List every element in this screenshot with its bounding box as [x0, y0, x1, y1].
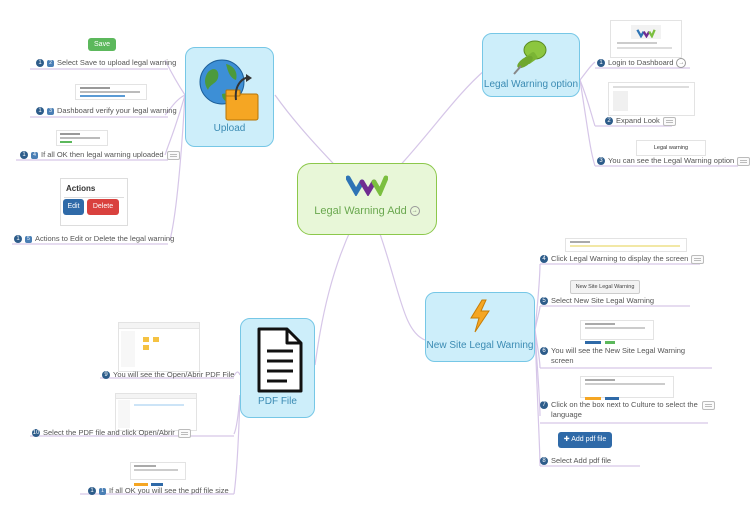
step-number: 7 [540, 401, 548, 410]
step-number: 1 [597, 59, 605, 68]
note-icon[interactable] [691, 254, 705, 264]
step-number: 4 [540, 255, 548, 264]
step-number: 1 [36, 59, 44, 68]
step-sub-number: 2 [47, 59, 54, 67]
central-title: Legal Warning Add→ [298, 205, 436, 217]
pushpin-icon [483, 38, 579, 79]
step-sub-number: 1 [99, 487, 106, 495]
step-sub-number: 3 [47, 107, 54, 115]
step-number: 6 [540, 347, 548, 356]
branch-new-site-title: New Site Legal Warning [426, 340, 534, 351]
step-text: Select the PDF file and click Open/Abrir [43, 428, 175, 437]
step-text: Click Legal Warning to display the scree… [551, 254, 689, 263]
plus-icon: ✚ [563, 436, 572, 443]
branch-pdf-file[interactable]: PDF File [240, 318, 315, 418]
step-sub-number: 4 [31, 151, 38, 159]
note-icon[interactable] [177, 428, 191, 438]
add-pdf-file-button[interactable]: ✚ Add pdf file [558, 432, 612, 448]
logo-icon [298, 174, 436, 201]
step-text: You will see the Open/Abrir PDF File [113, 370, 235, 379]
central-topic[interactable]: Legal Warning Add→ [297, 163, 437, 235]
lightning-icon [426, 299, 534, 336]
step-text: You can see the Legal Warning option [608, 156, 735, 165]
step-text: Actions to Edit or Delete the legal warn… [35, 234, 175, 243]
step-number: 2 [605, 117, 613, 126]
delete-button[interactable]: Delete [87, 199, 119, 215]
step-text: Select Add pdf file [551, 456, 612, 465]
branch-new-site-legal-warning[interactable]: New Site Legal Warning [425, 292, 535, 362]
globe-folder-icon [186, 54, 273, 127]
step-number: 1 [88, 487, 96, 496]
link-arrow-icon[interactable]: → [409, 206, 420, 217]
branch-legal-warning-option-title: Legal Warning option [483, 79, 579, 90]
step-number: 8 [540, 457, 548, 466]
open-dialog-thumbnail [118, 322, 200, 372]
uploaded-thumbnail [56, 130, 108, 146]
note-icon[interactable] [662, 116, 676, 126]
document-icon [241, 325, 314, 398]
step-number: 5 [540, 297, 548, 306]
step-number: 3 [597, 157, 605, 166]
actions-heading: Actions [66, 184, 96, 193]
step-text: If all OK then legal warning uploaded [41, 150, 164, 159]
legal-warning-menu-label: Legal warning [636, 140, 706, 156]
note-icon[interactable] [166, 150, 180, 160]
step-number: 10 [32, 429, 40, 438]
step-number: 9 [102, 371, 110, 380]
step-text: Expand Look [616, 116, 660, 125]
logo-icon [636, 29, 656, 39]
branch-upload-title: Upload [213, 123, 246, 134]
branch-pdf-file-title: PDF File [258, 396, 297, 407]
culture-select-thumbnail [580, 376, 674, 400]
select-pdf-thumbnail [115, 393, 197, 431]
expand-look-thumbnail [608, 82, 695, 116]
step-text: You will see the New Site Legal Warning … [551, 346, 686, 365]
branch-upload[interactable]: Upload [185, 47, 274, 147]
step-text: If all OK you will see the pdf file size [109, 486, 229, 495]
step-sub-number: 5 [25, 235, 32, 243]
save-button[interactable]: Save [88, 38, 116, 51]
add-pdf-file-label: Add pdf file [571, 436, 607, 443]
step-text: Dashboard verify your legal warning [57, 106, 177, 115]
step-number: 1 [20, 151, 28, 160]
legal-warning-screen-thumbnail [565, 238, 687, 252]
link-arrow-icon[interactable]: → [676, 58, 687, 69]
step-number: 1 [14, 235, 22, 244]
step-text: Select New Site Legal Warning [551, 296, 655, 305]
pdf-size-thumbnail [130, 462, 186, 486]
central-title-text: Legal Warning Add [314, 205, 407, 217]
dashboard-login-thumbnail [610, 20, 682, 58]
new-site-screen-thumbnail [580, 320, 654, 344]
step-text: Login to Dashboard [608, 58, 674, 67]
step-text: Select Save to upload legal warning [57, 58, 177, 67]
note-icon[interactable] [737, 156, 750, 166]
branch-legal-warning-option[interactable]: Legal Warning option [482, 33, 580, 97]
step-number: 1 [36, 107, 44, 116]
step-text: Click on the box next to Culture to sele… [551, 400, 698, 419]
new-site-legal-warning-button[interactable]: New Site Legal Warning [570, 280, 640, 294]
dashboard-verify-thumbnail [75, 84, 147, 100]
edit-button[interactable]: Edit [63, 199, 84, 215]
note-icon[interactable] [702, 400, 715, 410]
